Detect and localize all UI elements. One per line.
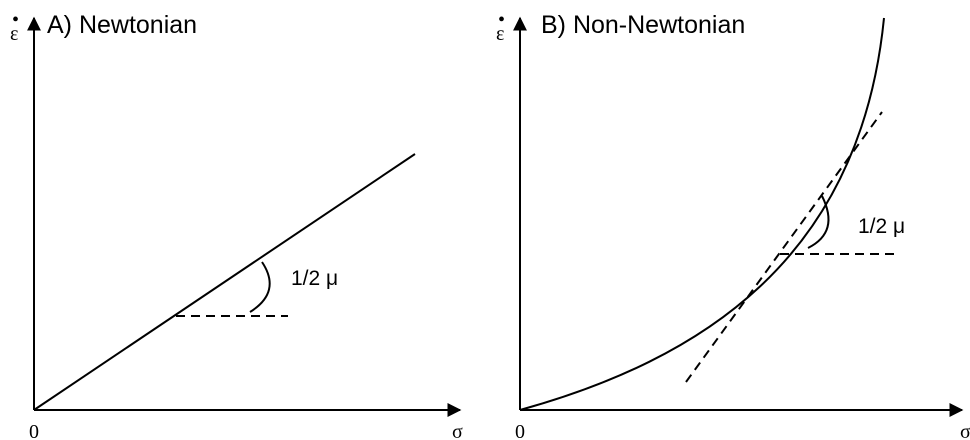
y-axis-dot: • (12, 9, 19, 31)
nonlinear-flow-curve (519, 17, 885, 411)
slope-label: 1/2 μ (291, 267, 338, 290)
origin-label: 0 (515, 421, 525, 440)
linear-flow-line (33, 153, 416, 411)
panel-title: B) Non-Newtonian (541, 11, 745, 39)
panel-newtonian: • ε A) Newtonian σ 0 1/2 μ (10, 9, 463, 440)
origin-label: 0 (29, 421, 39, 440)
panel-non-newtonian: • ε B) Non-Newtonian σ 0 1/2 μ (496, 9, 970, 440)
x-axis-label: σ (960, 421, 970, 440)
slope-angle-arc (807, 195, 830, 249)
y-axis-label: ε (10, 23, 18, 45)
x-axis-label: σ (452, 421, 463, 440)
slope-label: 1/2 μ (858, 215, 905, 238)
panel-title: A) Newtonian (47, 11, 197, 39)
y-axis-dot: • (498, 9, 505, 31)
y-axis-label: ε (496, 23, 504, 45)
slope-angle-arc (249, 261, 271, 313)
tangent-line (685, 111, 883, 383)
